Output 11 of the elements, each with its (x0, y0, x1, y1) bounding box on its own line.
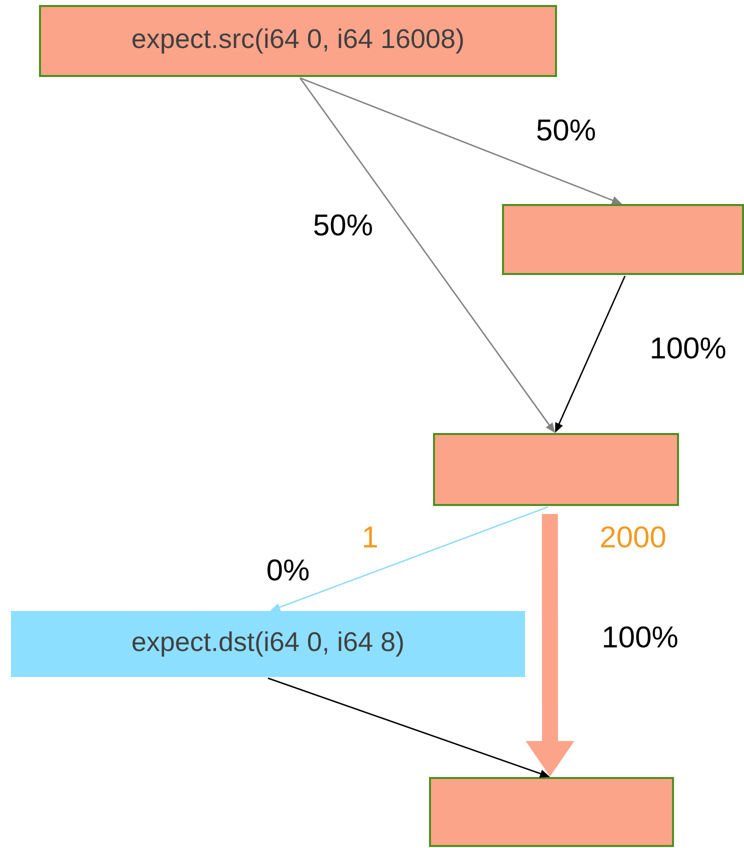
empty-box (429, 777, 674, 847)
edge-label: 100% (652, 337, 726, 359)
edge-label: 100% (604, 626, 678, 648)
code-block-box: expect.src(i64 0, i64 16008) (39, 5, 557, 77)
empty-box (502, 204, 744, 275)
edge-label: 0% (268, 559, 309, 581)
edge-label: 50% (314, 214, 372, 236)
edge-label: 50% (537, 119, 595, 141)
count-label: 1 (364, 526, 377, 548)
empty-box (433, 433, 679, 506)
code-block-box: expect.dst(i64 0, i64 8) (11, 611, 525, 677)
